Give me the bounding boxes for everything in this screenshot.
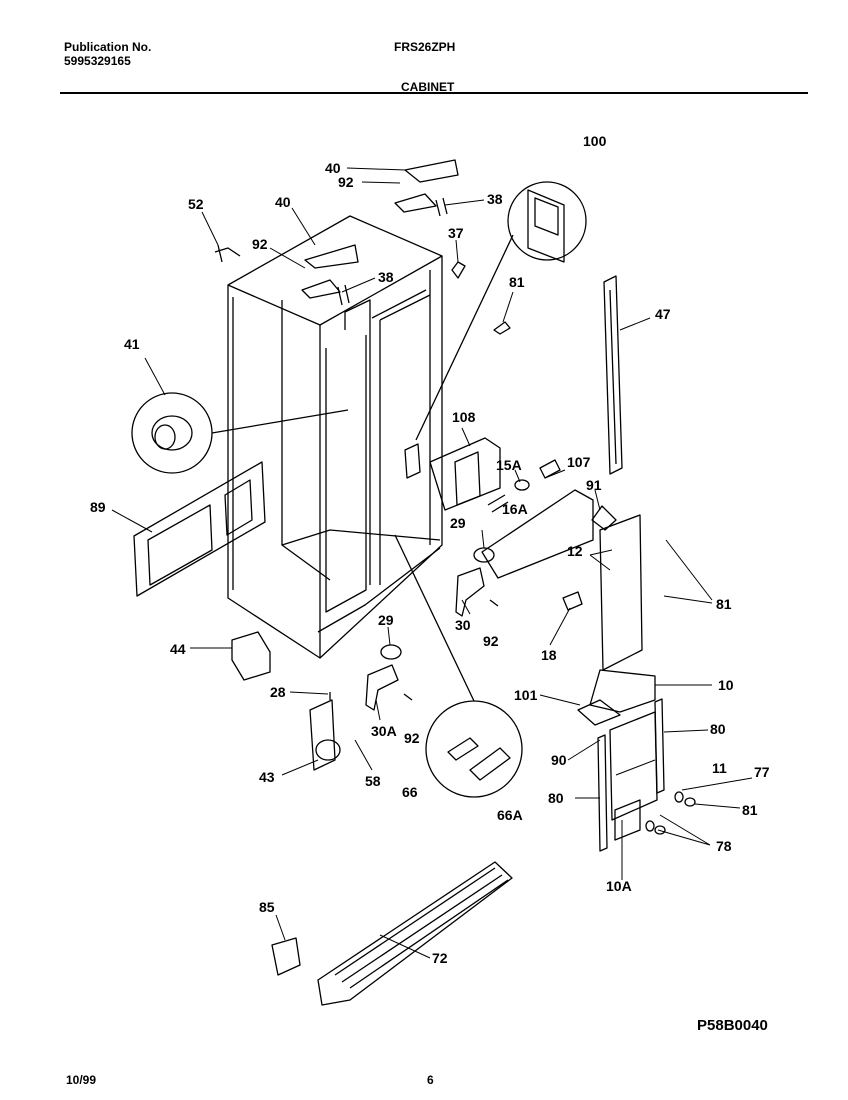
callout-43: 43 — [259, 769, 275, 785]
callout-100: 100 — [583, 133, 607, 149]
publication-label: Publication No. — [64, 40, 152, 54]
part-91 — [591, 505, 617, 531]
washer-29-lower — [380, 644, 402, 660]
control-panel-89 — [133, 461, 266, 597]
callout-16a: 16A — [502, 501, 528, 517]
callout-81: 81 — [716, 596, 732, 612]
callout-11: 11 — [712, 760, 727, 776]
callout-10: 10 — [718, 677, 734, 693]
detail-circle-41 — [131, 392, 213, 474]
top-hinge-left — [301, 244, 359, 306]
publication-number: 5995329165 — [64, 54, 131, 68]
hinge-30 — [455, 567, 485, 617]
top-hinge-right — [394, 159, 459, 217]
channel-10 — [577, 514, 656, 726]
revision-date: 10/99 — [66, 1073, 97, 1087]
callout-78: 78 — [716, 838, 732, 854]
callout-108: 108 — [452, 409, 476, 425]
callout-92: 92 — [338, 174, 354, 190]
callout-66a: 66A — [497, 807, 523, 823]
screw-52 — [214, 244, 241, 263]
part-108 — [429, 437, 501, 511]
panel-10A — [609, 711, 658, 821]
rail-47 — [603, 275, 623, 475]
callout-77: 77 — [754, 764, 770, 780]
header-rule — [60, 92, 808, 94]
callout-90: 90 — [551, 752, 567, 768]
callout-92: 92 — [483, 633, 499, 649]
toe-grille-72 — [317, 861, 513, 1006]
callout-10a: 10A — [606, 878, 632, 894]
callout-47: 47 — [655, 306, 671, 322]
callout-80: 80 — [548, 790, 564, 806]
panel-80-left — [597, 734, 608, 852]
screw-81-top — [493, 321, 511, 335]
callout-81: 81 — [742, 802, 758, 818]
drawing-code: P58B0040 — [697, 1017, 768, 1034]
callout-72: 72 — [432, 950, 448, 966]
part-85 — [271, 937, 301, 976]
callout-30a: 30A — [371, 723, 397, 739]
part-44 — [231, 631, 271, 681]
part-37 — [451, 261, 466, 279]
callout-30: 30 — [455, 617, 471, 633]
callout-81: 81 — [509, 274, 525, 290]
bracket-43 — [309, 699, 336, 771]
callout-38: 38 — [487, 191, 503, 207]
callout-101: 101 — [514, 687, 538, 703]
callout-44: 44 — [170, 641, 186, 657]
callout-92: 92 — [252, 236, 268, 252]
model-number: FRS26ZPH — [394, 40, 456, 54]
detail-circle-100 — [507, 181, 587, 261]
callout-18: 18 — [541, 647, 557, 663]
callout-80: 80 — [710, 721, 726, 737]
duct-107 — [481, 489, 594, 579]
callout-58: 58 — [365, 773, 381, 789]
callout-85: 85 — [259, 899, 275, 915]
callout-38: 38 — [378, 269, 394, 285]
callout-41: 41 — [124, 336, 140, 352]
callout-12: 12 — [567, 543, 583, 559]
page-number: 6 — [427, 1073, 434, 1087]
section-title: CABINET — [401, 80, 455, 94]
callout-37: 37 — [448, 225, 464, 241]
callout-29: 29 — [378, 612, 394, 628]
callout-91: 91 — [586, 477, 602, 493]
callout-92: 92 — [404, 730, 420, 746]
callout-89: 89 — [90, 499, 106, 515]
callout-66: 66 — [402, 784, 418, 800]
callout-40: 40 — [275, 194, 291, 210]
hinge-30A — [365, 664, 399, 711]
part-18 — [562, 591, 583, 611]
callout-15a: 15A — [496, 457, 522, 473]
callout-29: 29 — [450, 515, 466, 531]
callout-40: 40 — [325, 160, 341, 176]
callout-107: 107 — [567, 454, 591, 470]
callout-28: 28 — [270, 684, 286, 700]
cabinet-shell — [227, 215, 443, 659]
callout-52: 52 — [188, 196, 204, 212]
